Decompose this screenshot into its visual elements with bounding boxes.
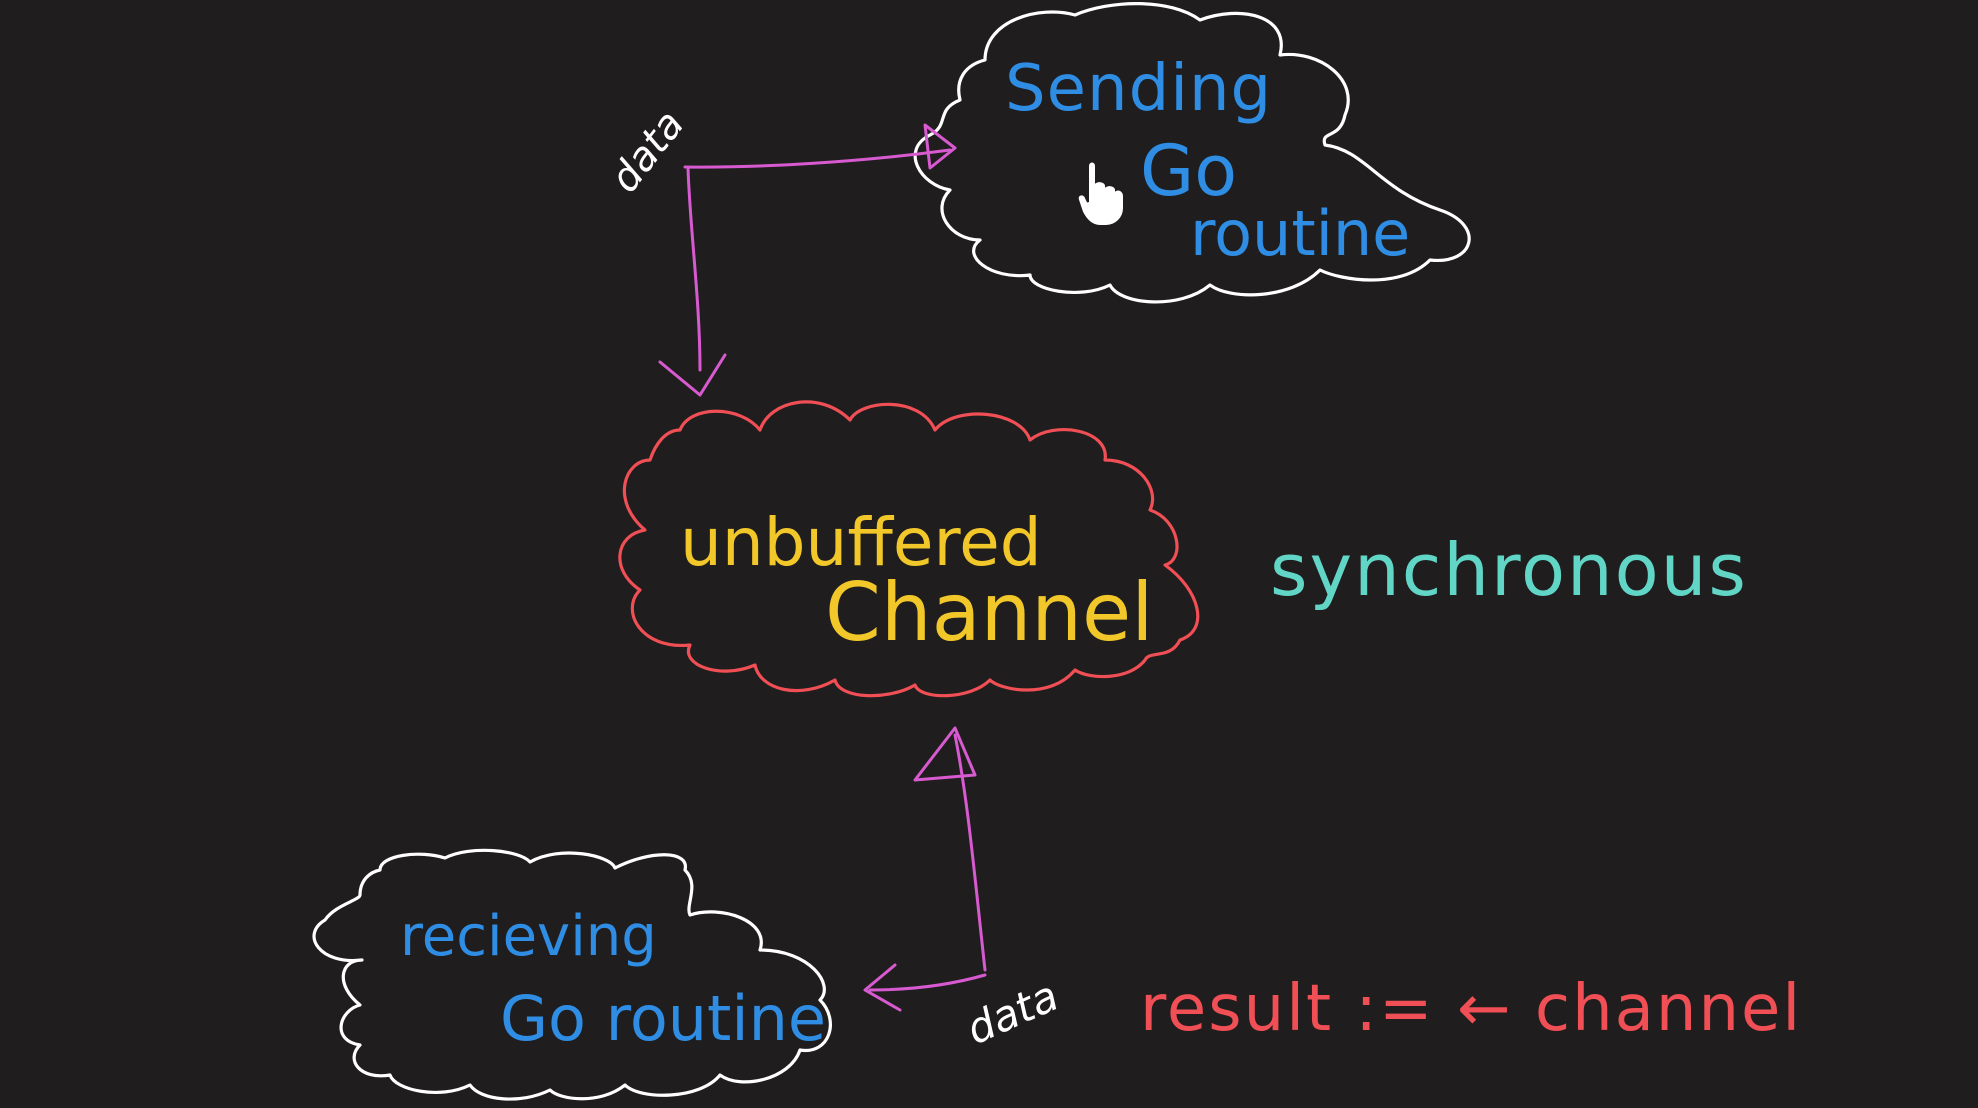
data-arrows-bottom	[863, 726, 987, 1012]
sending-cloud	[913, 2, 1471, 304]
data-arrows-top	[658, 123, 957, 397]
data-label-top: data	[602, 102, 694, 201]
arrow-to-channel-from-bottom	[953, 733, 987, 972]
arrowhead-sending	[923, 123, 957, 170]
channel-line-1: unbuffered	[680, 504, 1042, 581]
sending-line-2: Go	[1140, 130, 1237, 212]
sending-line-3: routine	[1190, 197, 1410, 270]
channel-line-2: Channel	[825, 566, 1153, 659]
receiving-cloud	[312, 848, 832, 1101]
receiving-line-2: Go routine	[500, 982, 826, 1055]
arrow-to-channel	[686, 166, 702, 372]
channel-cloud	[618, 400, 1200, 698]
arrowhead-channel-bottom	[913, 726, 977, 782]
arrowhead-channel	[658, 353, 727, 397]
receiving-line-1: recieving	[400, 904, 657, 969]
arrowhead-receiving	[863, 963, 902, 1012]
code-result-from-channel: result := ← channel	[1140, 972, 1802, 1046]
synchronous-label: synchronous	[1270, 528, 1748, 612]
sending-line-1: Sending	[1005, 52, 1272, 126]
arrow-to-sending	[683, 148, 952, 169]
arrow-to-receiving	[868, 973, 987, 992]
data-label-bottom: data	[959, 971, 1065, 1054]
hand-pointer-icon	[1076, 160, 1125, 227]
